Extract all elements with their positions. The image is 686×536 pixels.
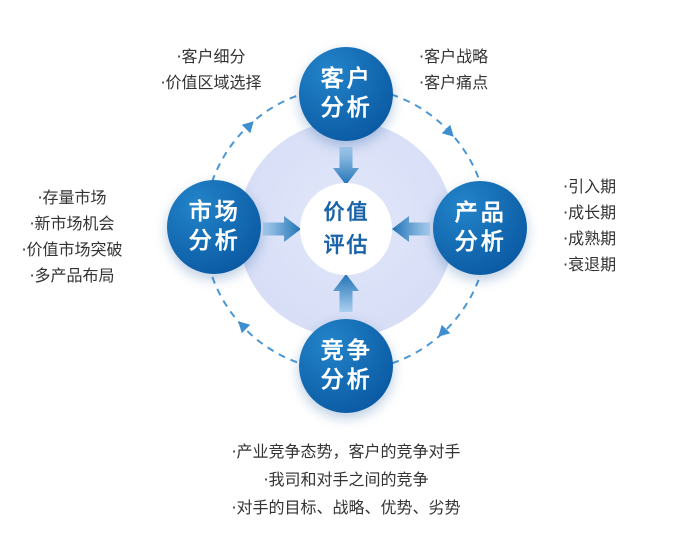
cycle-arrowhead-sw-icon [238, 321, 251, 334]
annotation-line: ·多产品布局 [29, 266, 115, 285]
arrow-competition-to-center-icon [333, 274, 359, 312]
annotation-line: ·引入期 [563, 177, 617, 196]
center-label-line: 价值 [323, 200, 370, 225]
annotation-line: ·产业竞争态势，客户的竞争对手 [231, 442, 461, 461]
node-label-line: 竞争 [320, 337, 373, 364]
annotation-market: ·存量市场 ·新市场机会 ·价值市场突破 ·多产品布局 [7, 185, 137, 289]
annotation-line: ·存量市场 [37, 188, 107, 207]
annotation-line: ·对手的目标、战略、优势、劣势 [231, 498, 461, 517]
annotation-line: ·成长期 [563, 203, 617, 222]
annotation-line: ·新市场机会 [29, 214, 115, 233]
annotation-line: ·客户战略 [419, 47, 489, 66]
center-node-value-evaluation: 价值 评估 [300, 183, 392, 275]
node-label-line: 产品 [454, 199, 507, 226]
node-label-line: 分析 [320, 95, 373, 121]
annotation-line: ·衰退期 [563, 255, 617, 274]
annotation-competition: ·产业竞争态势，客户的竞争对手 ·我司和对手之间的竞争 ·对手的目标、战略、优势… [117, 438, 575, 522]
node-label-line: 客户 [320, 65, 373, 92]
node-label-line: 分析 [454, 229, 507, 255]
annotation-line: ·客户细分 [176, 47, 246, 66]
node-product-analysis: 产品 分析 [433, 181, 527, 275]
arrow-product-to-center-icon [392, 216, 430, 242]
annotation-line: ·我司和对手之间的竞争 [263, 470, 429, 489]
cycle-arrowhead-ne-icon [441, 124, 454, 137]
node-label-line: 市场 [188, 198, 241, 225]
cycle-arrowhead-nw-icon [241, 121, 254, 134]
center-label-line: 评估 [323, 233, 370, 257]
annotation-line: ·客户痛点 [419, 73, 489, 92]
cycle-arrowhead-se-icon [438, 324, 451, 337]
node-label-line: 分析 [188, 228, 241, 254]
node-competition-analysis: 竞争 分析 [299, 319, 393, 413]
arrow-customer-to-center-icon [333, 147, 359, 185]
annotation-line: ·成熟期 [563, 229, 617, 248]
annotation-product: ·引入期 ·成长期 ·成熟期 ·衰退期 [563, 174, 616, 278]
node-market-analysis: 市场 分析 [167, 180, 261, 274]
node-customer-analysis: 客户 分析 [299, 47, 393, 141]
annotation-line: ·价值市场突破 [21, 240, 123, 259]
annotation-customer-left: ·客户细分 ·价值区域选择 [141, 44, 281, 96]
node-label-line: 分析 [320, 367, 373, 393]
arrow-market-to-center-icon [263, 216, 301, 242]
annotation-line: ·价值区域选择 [160, 73, 262, 92]
annotation-customer-right: ·客户战略 ·客户痛点 [419, 44, 488, 96]
